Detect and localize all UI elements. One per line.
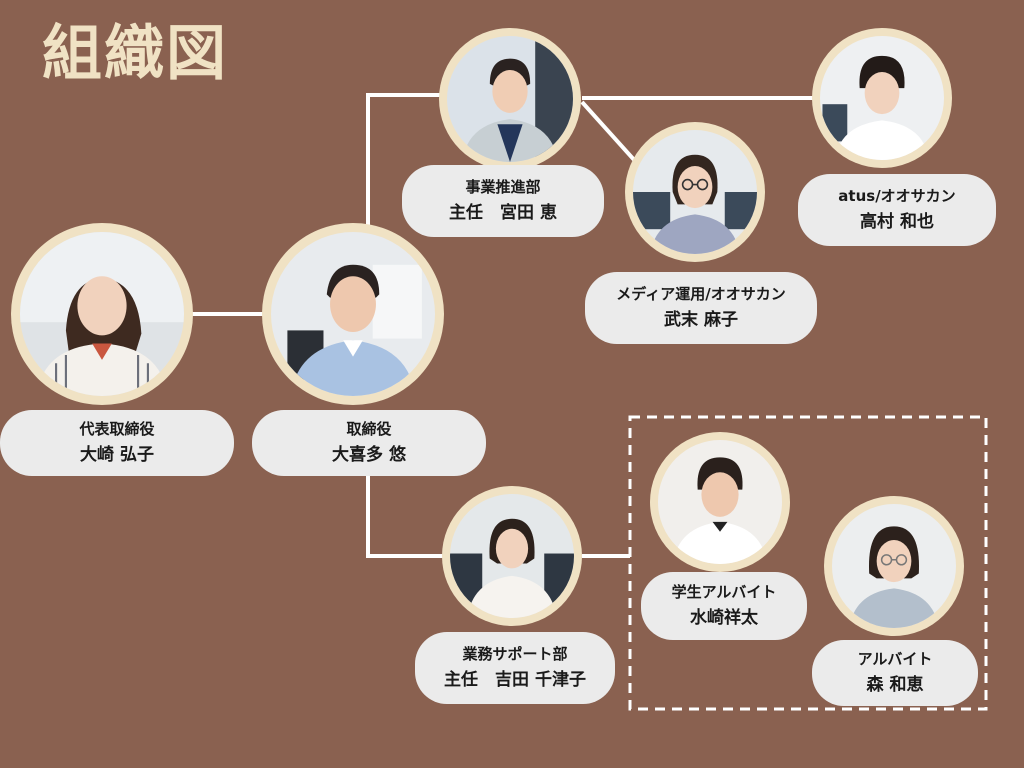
label-student: 学生アルバイト 水崎祥太: [641, 572, 807, 640]
label-director: 取締役 大喜多 悠: [252, 410, 486, 476]
avatar-ceo: [11, 223, 193, 405]
role-student: 学生アルバイト: [671, 583, 777, 601]
avatar-student: [650, 432, 790, 572]
label-atus: atus/オオサカン 高村 和也: [798, 174, 996, 246]
label-business: 事業推進部 主任 宮田 恵: [402, 165, 604, 237]
role-ceo: 代表取締役: [79, 420, 155, 438]
name-atus: 高村 和也: [860, 212, 934, 232]
avatar-support: [442, 486, 582, 626]
label-parttime: アルバイト 森 和恵: [812, 640, 978, 706]
role-director: 取締役: [346, 420, 392, 438]
line-director-business: [366, 93, 442, 230]
name-parttime: 森 和恵: [866, 675, 924, 695]
name-media: 武末 麻子: [664, 310, 738, 330]
avatar-parttime: [824, 496, 964, 636]
avatar-director: [262, 223, 444, 405]
line-business-media: [580, 100, 638, 164]
role-support: 業務サポート部: [462, 645, 568, 663]
avatar-atus: [812, 28, 952, 168]
role-parttime: アルバイト: [857, 650, 933, 668]
role-media: メディア運用/オオサカン: [616, 285, 786, 303]
page-title: 組織図: [42, 19, 228, 89]
parttime-group-box: [628, 415, 988, 711]
name-director: 大喜多 悠: [332, 445, 406, 465]
role-business: 事業推進部: [465, 178, 541, 196]
label-support: 業務サポート部 主任 吉田 千津子: [415, 632, 615, 704]
role-atus: atus/オオサカン: [838, 187, 956, 205]
name-student: 水崎祥太: [690, 608, 758, 628]
label-media: メディア運用/オオサカン 武末 麻子: [585, 272, 817, 344]
avatar-media: [625, 122, 765, 262]
label-ceo: 代表取締役 大崎 弘子: [0, 410, 234, 476]
line-director-support: [366, 476, 444, 558]
name-business: 主任 宮田 恵: [449, 203, 557, 223]
avatar-business: [439, 28, 581, 170]
name-support: 主任 吉田 千津子: [444, 670, 586, 690]
name-ceo: 大崎 弘子: [80, 445, 154, 465]
